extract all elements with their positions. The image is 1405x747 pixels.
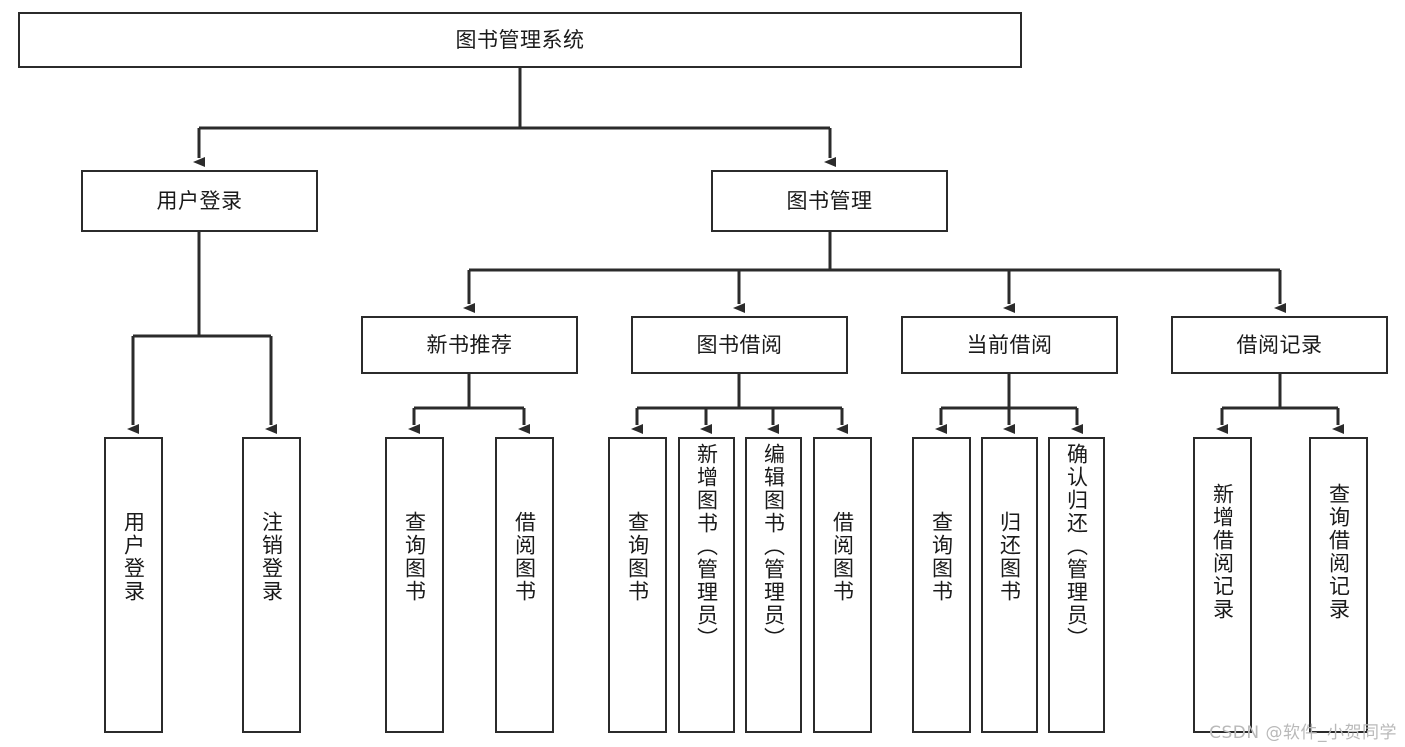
node-root-label: 图书管理系统 <box>455 27 585 52</box>
leaf-current-query-book-label: 查询图书 <box>929 511 954 603</box>
leaf-add-book-admin[interactable]: 新增图书（管理员） <box>678 437 735 733</box>
node-new-book-recommend[interactable]: 新书推荐 <box>361 316 578 374</box>
leaf-return-book[interactable]: 归还图书 <box>981 437 1038 733</box>
leaf-new-book-borrow-label: 借阅图书 <box>512 511 537 603</box>
leaf-new-book-borrow[interactable]: 借阅图书 <box>495 437 554 733</box>
node-book-borrow[interactable]: 图书借阅 <box>631 316 848 374</box>
leaf-add-book-admin-label: 新增图书（管理员） <box>694 443 719 650</box>
leaf-current-query-book[interactable]: 查询图书 <box>912 437 971 733</box>
node-book-management[interactable]: 图书管理 <box>711 170 948 232</box>
node-book-borrow-label: 图书借阅 <box>696 332 783 357</box>
node-current-borrow[interactable]: 当前借阅 <box>901 316 1118 374</box>
leaf-logout-label: 注销登录 <box>259 511 284 603</box>
node-current-borrow-label: 当前借阅 <box>966 332 1053 357</box>
leaf-logout[interactable]: 注销登录 <box>242 437 301 733</box>
node-borrow-record[interactable]: 借阅记录 <box>1171 316 1388 374</box>
leaf-user-login-label: 用户登录 <box>121 511 146 603</box>
node-book-management-label: 图书管理 <box>786 188 873 213</box>
leaf-borrow-query-book[interactable]: 查询图书 <box>608 437 667 733</box>
leaf-borrow-query-book-label: 查询图书 <box>625 511 650 603</box>
node-borrow-record-label: 借阅记录 <box>1236 332 1323 357</box>
leaf-query-borrow-record[interactable]: 查询借阅记录 <box>1309 437 1368 733</box>
watermark-text: CSDN @软件_小贺同学 <box>1209 723 1397 743</box>
leaf-query-borrow-record-label: 查询借阅记录 <box>1326 483 1351 621</box>
leaf-add-borrow-record-label: 新增借阅记录 <box>1210 483 1235 621</box>
leaf-new-book-query-label: 查询图书 <box>402 511 427 603</box>
node-user-login[interactable]: 用户登录 <box>81 170 318 232</box>
node-root[interactable]: 图书管理系统 <box>18 12 1022 68</box>
leaf-return-book-label: 归还图书 <box>997 511 1022 603</box>
leaf-borrow-book[interactable]: 借阅图书 <box>813 437 872 733</box>
node-user-login-label: 用户登录 <box>156 188 243 213</box>
leaf-confirm-return-admin-label: 确认归还（管理员） <box>1064 443 1089 650</box>
leaf-user-login[interactable]: 用户登录 <box>104 437 163 733</box>
leaf-edit-book-admin[interactable]: 编辑图书（管理员） <box>745 437 802 733</box>
leaf-add-borrow-record[interactable]: 新增借阅记录 <box>1193 437 1252 733</box>
leaf-borrow-book-label: 借阅图书 <box>830 511 855 603</box>
leaf-edit-book-admin-label: 编辑图书（管理员） <box>761 443 786 650</box>
leaf-confirm-return-admin[interactable]: 确认归还（管理员） <box>1048 437 1105 733</box>
node-new-book-recommend-label: 新书推荐 <box>426 332 513 357</box>
leaf-new-book-query[interactable]: 查询图书 <box>385 437 444 733</box>
